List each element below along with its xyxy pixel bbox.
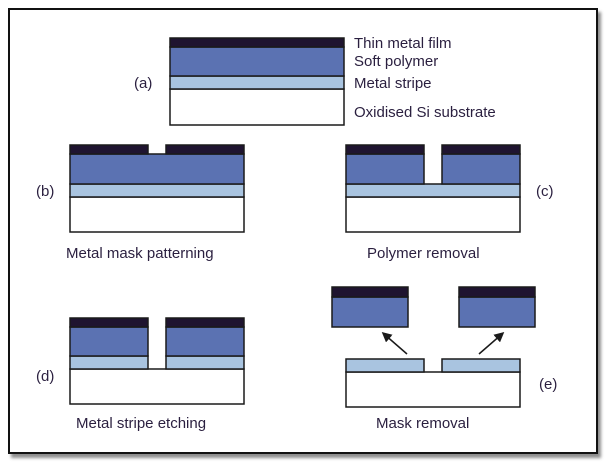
panel-c-polymer-left: [345, 153, 425, 185]
panel-d-mask-left: [69, 317, 149, 328]
panel-c-tag: (c): [536, 183, 554, 200]
panel-e-caption: Mask removal: [376, 415, 469, 432]
panel-e-stripe-left: [345, 358, 425, 373]
panel-c-mask-right: [441, 144, 521, 155]
panel-b-mask-right: [165, 144, 245, 155]
panel-c-mask-left: [345, 144, 425, 155]
panel-c: (c) Polymer removal: [345, 144, 554, 262]
panel-d-substrate: [69, 368, 245, 405]
panel-b-mask-left: [69, 144, 149, 155]
panel-d-stripe-right: [165, 355, 245, 370]
panel-b-metal-stripe: [69, 183, 245, 198]
panel-a-tag: (a): [134, 75, 152, 92]
panel-a-metal-stripe: [169, 75, 345, 90]
panel-e-arrow-left: [381, 332, 408, 355]
panel-d-polymer-left: [69, 326, 149, 357]
layer-label-metal-stripe: Metal stripe: [354, 75, 432, 92]
panel-d-tag: (d): [36, 368, 54, 385]
panel-a: (a) Thin metal film Soft polymer Metal s…: [134, 35, 496, 126]
panel-e-stripe-right: [441, 358, 521, 373]
layer-label-soft-polymer: Soft polymer: [354, 53, 438, 70]
panel-e-substrate: [345, 371, 521, 408]
panel-a-substrate: [169, 88, 345, 126]
panel-d-polymer-right: [165, 326, 245, 357]
panel-e-lifted-polymer-right: [458, 296, 536, 328]
panel-d-mask-right: [165, 317, 245, 328]
panel-e-arrow-right: [478, 332, 505, 355]
panel-b-tag: (b): [36, 183, 54, 200]
panel-c-caption: Polymer removal: [367, 245, 480, 262]
panel-e: (e) Mask removal: [331, 286, 557, 432]
panel-e-lifted-mask-right: [458, 286, 536, 298]
panel-c-substrate: [345, 196, 521, 233]
panel-d: (d) Metal stripe etching: [36, 317, 245, 432]
panel-c-metal-stripe: [345, 183, 521, 198]
panel-b-soft-polymer: [69, 153, 245, 185]
panel-a-thin-metal-film: [169, 37, 345, 48]
panel-e-lifted-mask-left: [331, 286, 409, 298]
layer-label-thin-metal-film: Thin metal film: [354, 35, 452, 52]
panel-a-soft-polymer: [169, 46, 345, 77]
panel-b-caption: Metal mask patterning: [66, 245, 214, 262]
panel-b-substrate: [69, 196, 245, 233]
panel-c-polymer-right: [441, 153, 521, 185]
panel-d-caption: Metal stripe etching: [76, 415, 206, 432]
panel-e-lifted-polymer-left: [331, 296, 409, 328]
layer-label-oxidised-si-substrate: Oxidised Si substrate: [354, 104, 496, 121]
panel-d-stripe-left: [69, 355, 149, 370]
panel-e-tag: (e): [539, 376, 557, 393]
panel-b: (b) Metal mask patterning: [36, 144, 245, 262]
